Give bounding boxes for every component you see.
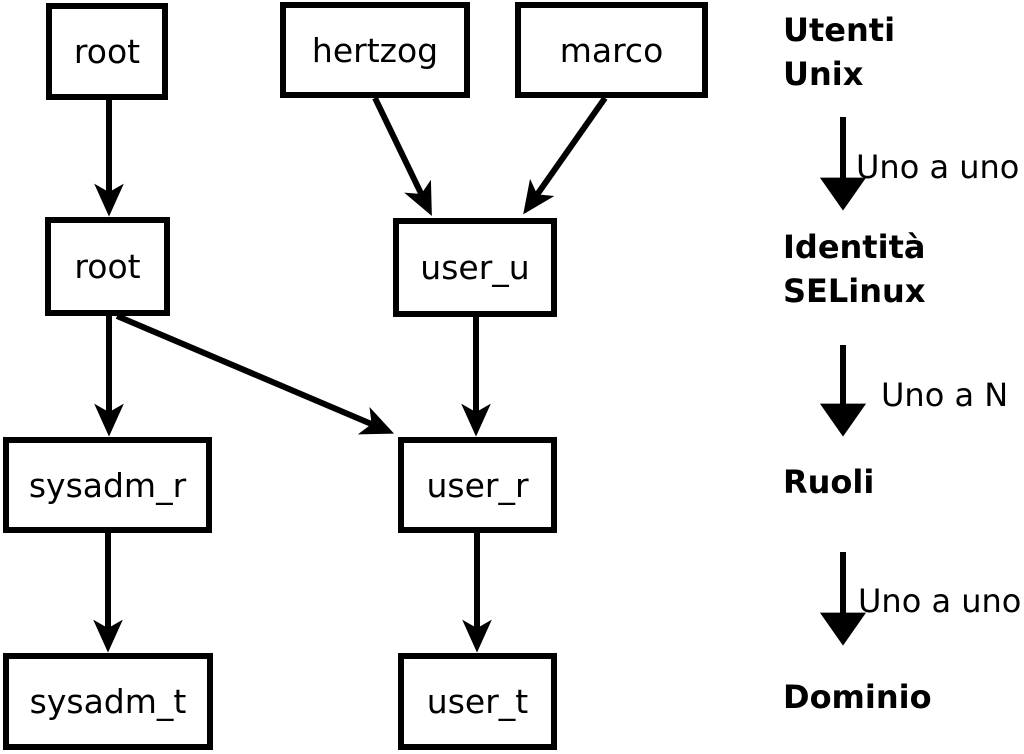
node-unix-marco-label: marco [559,30,664,70]
node-identity-root: root [45,217,170,316]
edge-unix-marco-to-identity-user-u-arrow [523,96,608,215]
node-domain-sysadm-t-label: sysadm_t [29,682,187,721]
node-role-sysadm-r-label: sysadm_r [28,465,187,505]
legend-relation-uno-a-uno-1: Uno a uno [856,148,1020,186]
legend-level-utenti-unix: Utenti Unix [783,11,896,93]
node-domain-user-t-label: user_t [426,682,529,721]
node-identity-user-u: user_u [393,218,557,317]
node-unix-hertzog-label: hertzog [311,30,439,70]
node-role-sysadm-r: sysadm_r [3,437,212,533]
legend-relation-uno-a-n: Uno a N [881,376,1009,414]
legend-level-identita-selinux: Identità SELinux [783,228,926,310]
legend-relation-uno-a-uno-2: Uno a uno [858,582,1022,620]
node-unix-hertzog: hertzog [280,2,470,98]
node-domain-user-t: user_t [398,653,557,750]
node-domain-sysadm-t: sysadm_t [3,653,213,750]
node-identity-root-label: root [74,247,141,286]
node-identity-user-u-label: user_u [420,248,530,287]
node-unix-root: root [46,3,168,100]
legend-level-ruoli: Ruoli [783,463,875,501]
node-unix-marco: marco [515,2,708,98]
edge-unix-hertzog-to-identity-user-u-arrow [372,96,432,216]
edge-identity-root-to-role-user-r-arrow [115,313,395,435]
node-role-user-r-label: user_r [426,465,529,505]
legend-level-dominio: Dominio [783,678,932,716]
node-role-user-r: user_r [398,437,557,533]
node-unix-root-label: root [73,32,141,71]
